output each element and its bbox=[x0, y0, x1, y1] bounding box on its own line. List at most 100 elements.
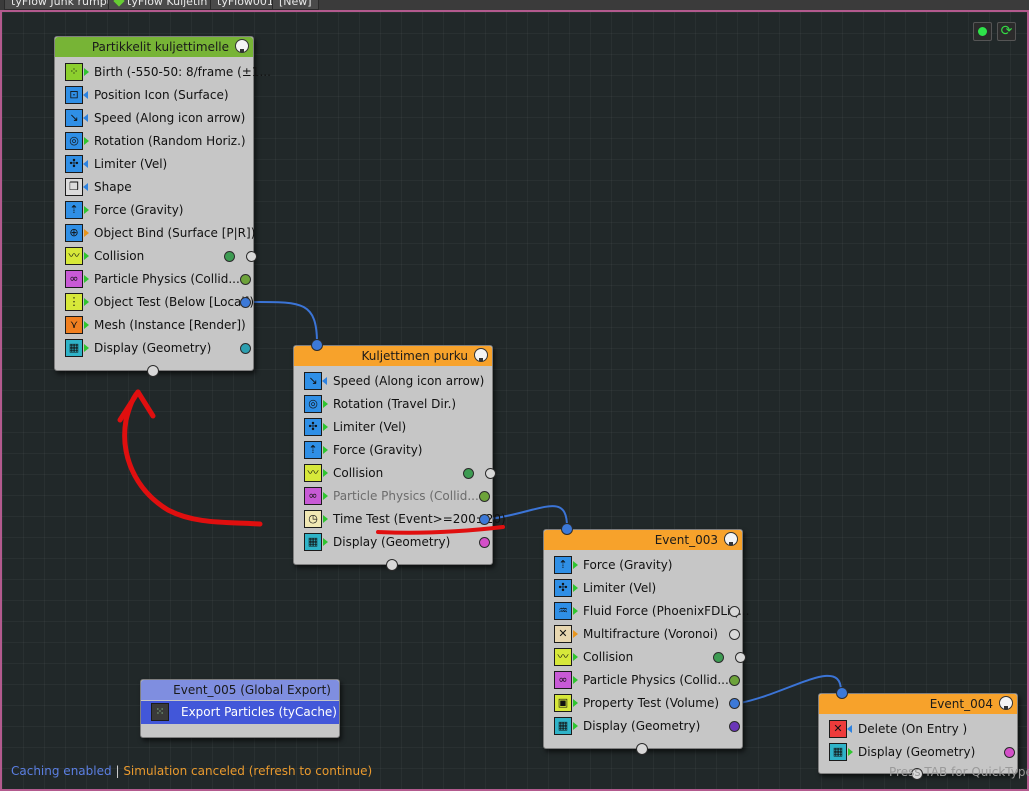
output-port[interactable] bbox=[224, 251, 235, 262]
operator-row[interactable]: ⇡Force (Gravity) bbox=[302, 440, 484, 461]
operator-label: Mesh (Instance [Render]) bbox=[94, 318, 246, 332]
tab-kuljetin[interactable]: tyFlow Kuljetin bbox=[108, 0, 215, 10]
operator-flag-icon bbox=[84, 206, 89, 214]
position-icon: ⊡ bbox=[65, 86, 83, 104]
node-header[interactable]: Partikkelit kuljettimelle bbox=[55, 37, 253, 57]
multifracture-icon: ✕ bbox=[554, 625, 572, 643]
operator-row[interactable]: ⊡Position Icon (Surface) bbox=[63, 85, 245, 106]
operator-row[interactable]: ▦Display (Geometry) bbox=[63, 338, 251, 359]
operator-row[interactable]: ✕Multifracture (Voronoi) bbox=[552, 624, 740, 645]
event-node-kuljettimen[interactable]: Kuljettimen purku ↘Speed (Along icon arr… bbox=[293, 339, 506, 571]
operator-row[interactable]: ⁘Birth (-550-50: 8/frame (±1... bbox=[63, 62, 271, 83]
output-port[interactable] bbox=[729, 675, 740, 686]
operator-row[interactable]: ⊕Object Bind (Surface [P|R]) bbox=[63, 223, 255, 244]
operator-row[interactable]: ✣Limiter (Vel) bbox=[552, 578, 734, 599]
output-port[interactable] bbox=[735, 652, 746, 663]
operator-row[interactable]: ❒Shape bbox=[63, 177, 245, 198]
tab-new[interactable]: [New] bbox=[272, 0, 319, 10]
object-test-icon: ⋮ bbox=[65, 293, 83, 311]
lightbulb-icon[interactable] bbox=[474, 348, 488, 362]
editor-tab-bar: tyFlow Junk rumpu tyFlow Kuljetin tyFlow… bbox=[0, 0, 1029, 10]
output-port[interactable] bbox=[479, 537, 490, 548]
operator-row[interactable]: ↘Speed (Along icon arrow) bbox=[302, 371, 484, 392]
output-port[interactable] bbox=[479, 514, 490, 525]
output-port[interactable] bbox=[246, 251, 257, 262]
operator-row[interactable]: 〰Collision bbox=[302, 463, 496, 484]
event-output-port[interactable] bbox=[147, 365, 159, 377]
limiter-icon: ✣ bbox=[65, 155, 83, 173]
operator-row[interactable]: ▦Display (Geometry) bbox=[827, 742, 1015, 763]
status-bar: Caching enabled | Simulation canceled (r… bbox=[11, 764, 372, 778]
operator-label: Force (Gravity) bbox=[94, 203, 184, 217]
tab-tyflow001[interactable]: tyFlow001 bbox=[210, 0, 281, 10]
output-port[interactable] bbox=[1004, 747, 1015, 758]
operator-flag-icon bbox=[84, 321, 89, 329]
output-port[interactable] bbox=[240, 343, 251, 354]
operator-row[interactable]: ◎Rotation (Random Horiz.) bbox=[63, 131, 246, 152]
operator-row[interactable]: ⋎Mesh (Instance [Render]) bbox=[63, 315, 246, 336]
operator-row[interactable]: ▦Display (Geometry) bbox=[552, 716, 740, 737]
output-port[interactable] bbox=[729, 721, 740, 732]
operator-row[interactable]: ⁙Export Particles (tyCache) bbox=[141, 701, 339, 724]
output-port[interactable] bbox=[729, 698, 740, 709]
operator-row[interactable]: 〰Collision bbox=[63, 246, 257, 267]
output-port[interactable] bbox=[729, 606, 740, 617]
operator-row[interactable]: ▣Property Test (Volume) bbox=[552, 693, 740, 714]
refresh-button[interactable]: ⟳ bbox=[997, 22, 1016, 41]
operator-label: Particle Physics (Collid... bbox=[333, 489, 479, 503]
lightbulb-icon[interactable] bbox=[999, 696, 1013, 710]
active-flow-icon bbox=[113, 0, 125, 7]
operator-row[interactable]: ◷Time Test (Event>=200±20) bbox=[302, 509, 506, 530]
node-header[interactable]: Event_004 bbox=[819, 694, 1017, 714]
event-node-event003[interactable]: Event_003 ⇡Force (Gravity)✣Limiter (Vel)… bbox=[543, 523, 749, 755]
operator-row[interactable]: ∞Particle Physics (Collid... bbox=[63, 269, 251, 290]
input-port[interactable] bbox=[561, 523, 573, 535]
operator-row[interactable]: ♒Fluid Force (PhoenixFDLiq... bbox=[552, 601, 749, 622]
time-test-icon: ◷ bbox=[304, 510, 322, 528]
tab-junk-rumpu[interactable]: tyFlow Junk rumpu bbox=[4, 0, 121, 10]
operator-row[interactable]: ✕Delete (On Entry ) bbox=[827, 719, 1009, 740]
operator-row[interactable]: ⋮Object Test (Below [Local]) bbox=[63, 292, 254, 313]
output-port[interactable] bbox=[485, 468, 496, 479]
operator-flag-icon bbox=[84, 137, 89, 145]
input-port[interactable] bbox=[311, 339, 323, 351]
operator-row[interactable]: ✣Limiter (Vel) bbox=[63, 154, 245, 175]
operator-row[interactable]: ⇡Force (Gravity) bbox=[552, 555, 734, 576]
node-header[interactable]: Kuljettimen purku bbox=[294, 346, 492, 366]
event-output-port[interactable] bbox=[636, 743, 648, 755]
status-light-button[interactable] bbox=[973, 22, 992, 41]
collision-icon: 〰 bbox=[304, 464, 322, 482]
output-port[interactable] bbox=[463, 468, 474, 479]
output-port[interactable] bbox=[240, 274, 251, 285]
operator-row[interactable]: ▦Display (Geometry) bbox=[302, 532, 490, 553]
operator-flag-icon bbox=[84, 229, 89, 237]
operator-label: Speed (Along icon arrow) bbox=[94, 111, 246, 125]
operator-row[interactable]: 〰Collision bbox=[552, 647, 746, 668]
node-header[interactable]: Event_003 bbox=[544, 530, 742, 550]
display-icon: ▦ bbox=[65, 339, 83, 357]
input-port[interactable] bbox=[836, 687, 848, 699]
display-icon: ▦ bbox=[829, 743, 847, 761]
operator-label: Rotation (Random Horiz.) bbox=[94, 134, 246, 148]
event-node-event005[interactable]: Event_005 (Global Export) ⁙Export Partic… bbox=[140, 679, 340, 738]
operator-row[interactable]: ↘Speed (Along icon arrow) bbox=[63, 108, 245, 129]
output-port[interactable] bbox=[713, 652, 724, 663]
node-header[interactable]: Event_005 (Global Export) bbox=[141, 680, 339, 700]
event-node-partikkelit[interactable]: Partikkelit kuljettimelle ⁘Birth (-550-5… bbox=[54, 36, 271, 377]
output-port[interactable] bbox=[240, 297, 251, 308]
event-output-port[interactable] bbox=[386, 559, 398, 571]
operator-label: Shape bbox=[94, 180, 132, 194]
operator-row[interactable]: ∞ Particle Physics (Collid... bbox=[302, 486, 490, 507]
lightbulb-icon[interactable] bbox=[235, 39, 249, 53]
operator-row[interactable]: ◎Rotation (Travel Dir.) bbox=[302, 394, 484, 415]
operator-row[interactable]: ⇡Force (Gravity) bbox=[63, 200, 245, 221]
green-light-icon bbox=[978, 27, 987, 36]
lightbulb-icon[interactable] bbox=[724, 532, 738, 546]
event-node-event004[interactable]: Event_004 ✕Delete (On Entry )▦Display (G… bbox=[818, 687, 1018, 780]
operator-row[interactable]: ✣Limiter (Vel) bbox=[302, 417, 484, 438]
event-output-port[interactable] bbox=[911, 768, 923, 780]
particle-physics-icon: ∞ bbox=[304, 487, 322, 505]
output-port[interactable] bbox=[479, 491, 490, 502]
output-port[interactable] bbox=[729, 629, 740, 640]
operator-row[interactable]: ∞Particle Physics (Collid... bbox=[552, 670, 740, 691]
